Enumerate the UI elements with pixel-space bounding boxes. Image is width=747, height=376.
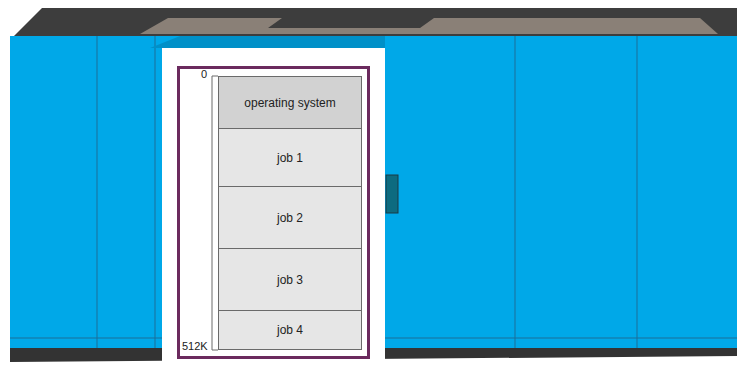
job-region: job 4 (218, 310, 362, 350)
panel-seam (97, 36, 98, 350)
region-label: operating system (244, 96, 335, 110)
region-label: job 2 (277, 211, 303, 225)
region-label: job 3 (277, 273, 303, 287)
door-shadow (150, 36, 385, 376)
address-label: 0 (201, 69, 207, 80)
roof-stripe (140, 18, 718, 34)
panel-seam (515, 36, 516, 350)
panel-seam (155, 36, 156, 350)
address-label: 512K (182, 341, 208, 352)
region-label: job 4 (277, 323, 303, 337)
panel-seam (637, 36, 638, 350)
memory-panel (162, 48, 385, 376)
job-region: job 1 (218, 128, 362, 187)
door-handle (386, 175, 398, 213)
job-region: job 3 (218, 248, 362, 311)
cabinet-roof (12, 8, 737, 38)
address-axis (212, 76, 213, 350)
job-region: job 2 (218, 186, 362, 249)
region-label: job 1 (277, 151, 303, 165)
os-region: operating system (218, 76, 362, 129)
memory-frame (179, 68, 369, 358)
